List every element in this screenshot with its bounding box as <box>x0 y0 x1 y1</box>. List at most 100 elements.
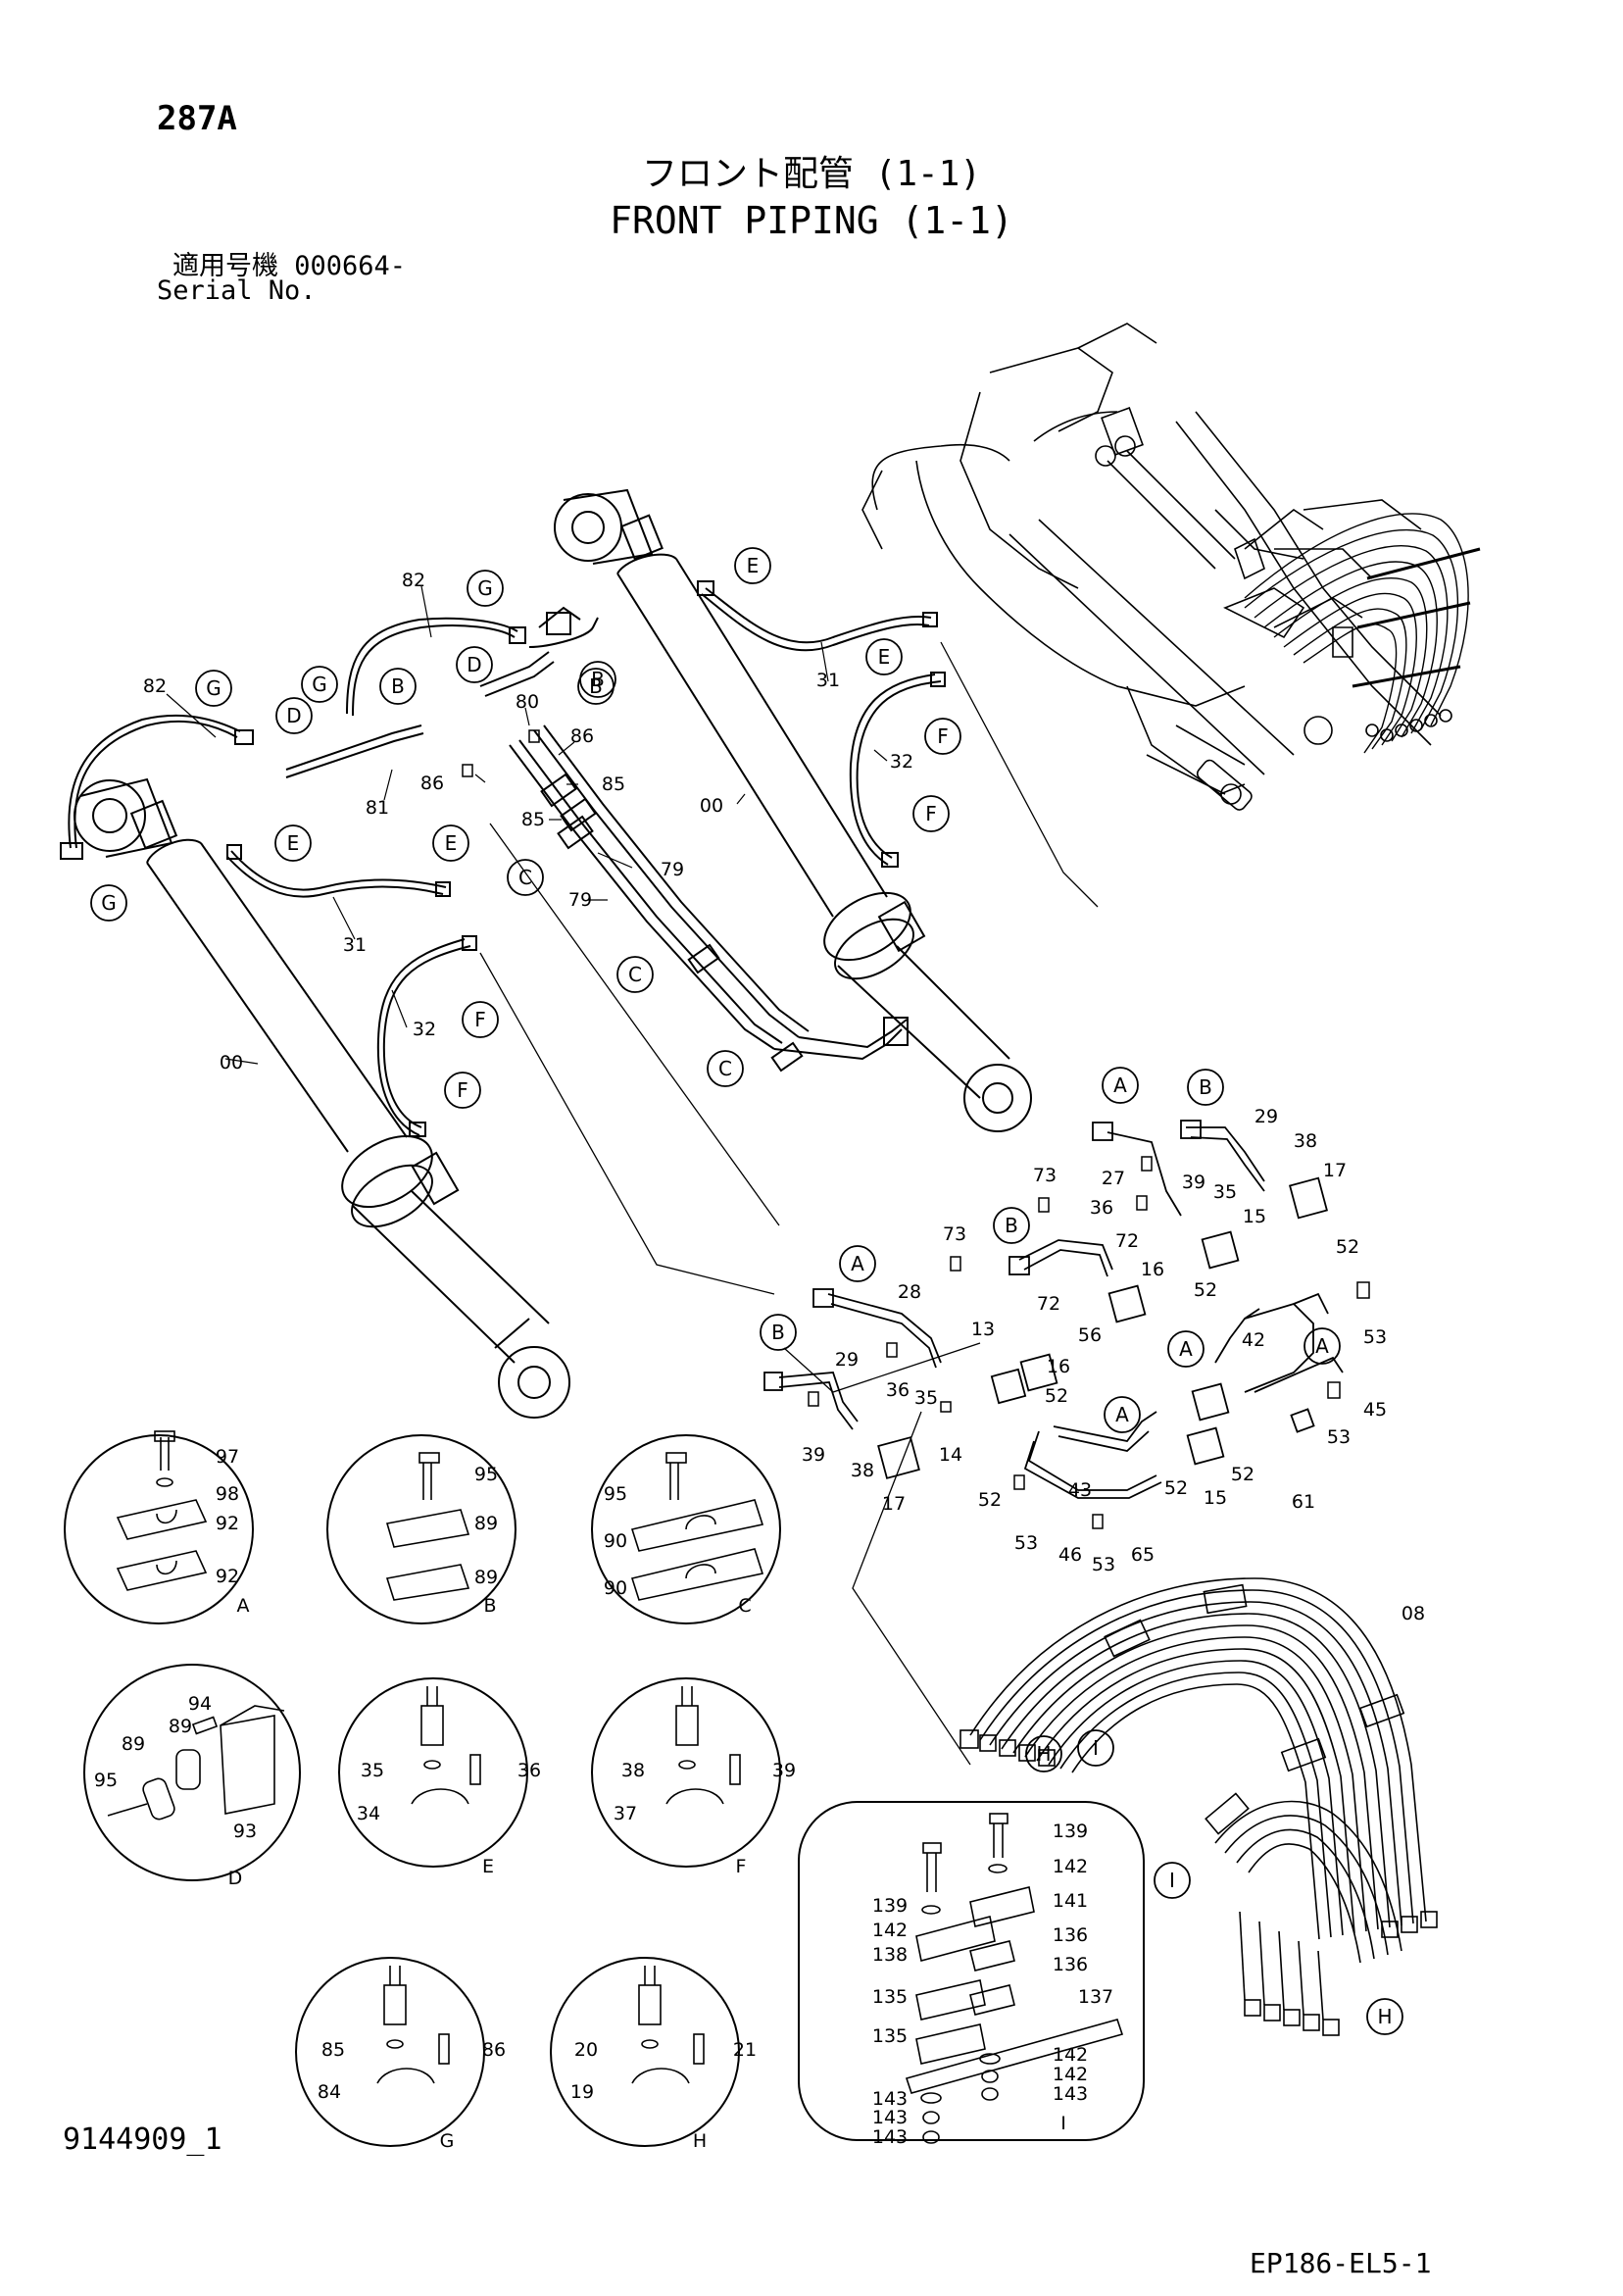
figure-id: EP186-EL5-1 <box>1250 2247 1432 2279</box>
detail-a-part-label: 98 <box>216 1483 239 1505</box>
callout-72: 72 <box>1037 1293 1060 1315</box>
callout-17: 17 <box>882 1493 906 1515</box>
detail-caption-c: C <box>738 1595 751 1617</box>
callout-53: 53 <box>1327 1426 1351 1448</box>
callout-leaders <box>166 585 888 1065</box>
callout-81: 81 <box>366 797 389 819</box>
detail-i-part-label: 137 <box>1078 1986 1113 2008</box>
reference-letter-a: A <box>1115 1403 1129 1426</box>
callout-39: 39 <box>802 1444 825 1466</box>
reference-letter-e: E <box>747 554 760 577</box>
detail-d-part-label: 95 <box>94 1770 118 1791</box>
valve-manifold <box>462 729 1370 1529</box>
detail-h-part-label: 21 <box>733 2039 757 2061</box>
detail-h-part-label: 19 <box>570 2081 594 2103</box>
detail-i-part-label: 139 <box>1053 1821 1088 1842</box>
detail-caption-b: B <box>483 1595 496 1617</box>
document-id: 9144909_1 <box>63 2122 222 2157</box>
reference-letter-h: H <box>1036 1742 1051 1766</box>
detail-g-part-label: 86 <box>482 2039 506 2061</box>
title-english: FRONT PIPING (1-1) <box>610 199 1013 242</box>
left-cylinder <box>74 777 570 1419</box>
detail-circle-e <box>338 1677 528 1868</box>
serial-label-japanese: 適用号機 000664- <box>172 251 407 281</box>
callout-35: 35 <box>914 1387 938 1409</box>
callout-45: 45 <box>1363 1399 1387 1421</box>
callout-15: 15 <box>1204 1487 1227 1509</box>
detail-e-part-label: 34 <box>357 1803 380 1824</box>
callout-16: 16 <box>1047 1356 1070 1377</box>
callout-56: 56 <box>1078 1324 1102 1346</box>
reference-letter-b: B <box>1005 1214 1018 1237</box>
callout-52: 52 <box>1231 1464 1254 1485</box>
reference-letter-h: H <box>1377 2005 1392 2028</box>
detail-circle-f <box>591 1677 781 1868</box>
callout-52: 52 <box>978 1489 1002 1511</box>
pipes-center <box>479 606 909 1073</box>
callout-28: 28 <box>898 1281 921 1303</box>
detail-circle-h <box>550 1957 740 2147</box>
detail-circle-c <box>591 1434 781 1624</box>
detail-c-part-label: 90 <box>604 1577 627 1599</box>
detail-caption-e: E <box>482 1856 494 1877</box>
callout-36: 36 <box>1090 1197 1113 1219</box>
callout-79: 79 <box>568 889 592 911</box>
reference-letter-a: A <box>1113 1073 1127 1097</box>
reference-letter-b: B <box>771 1321 785 1344</box>
detail-i-part-label: 141 <box>1053 1890 1088 1912</box>
detail-f-part-label: 38 <box>621 1760 645 1781</box>
detail-i-part-label: 143 <box>872 2088 908 2110</box>
reference-letter-g: G <box>477 576 493 600</box>
callout-52: 52 <box>1045 1385 1068 1407</box>
detail-f-part-label: 39 <box>772 1760 796 1781</box>
detail-i-part-label: 138 <box>872 1944 908 1966</box>
detail-i-part-label: 135 <box>872 1986 908 2008</box>
reference-letter-e: E <box>287 831 300 855</box>
detail-circle-b <box>326 1434 516 1624</box>
detail-b-part-label: 89 <box>474 1513 498 1534</box>
reference-letter-b: B <box>591 668 605 691</box>
reference-bubbles <box>90 547 1403 2035</box>
callout-65: 65 <box>1131 1544 1155 1566</box>
callout-14: 14 <box>939 1444 962 1466</box>
callout-15: 15 <box>1243 1206 1266 1227</box>
callout-17: 17 <box>1323 1160 1347 1181</box>
detail-g-part-label: 84 <box>318 2081 341 2103</box>
detail-circles <box>64 1434 1145 2147</box>
callout-00: 00 <box>220 1052 243 1073</box>
callout-36: 36 <box>886 1379 910 1401</box>
reference-letter-c: C <box>628 963 642 986</box>
page-number: 287A <box>157 99 237 138</box>
detail-d-part-label: 89 <box>169 1716 192 1737</box>
callout-43: 43 <box>1068 1479 1092 1501</box>
reference-letter-c: C <box>718 1057 732 1080</box>
detail-e-part-label: 36 <box>517 1760 541 1781</box>
callout-32: 32 <box>890 751 913 773</box>
hoses-main <box>60 580 946 1137</box>
detail-i-part-label: 142 <box>1053 2044 1088 2066</box>
detail-a-part-label: 92 <box>216 1513 239 1534</box>
detail-i-part-label: 143 <box>872 2107 908 2128</box>
callout-13: 13 <box>971 1319 995 1340</box>
reference-letter-b: B <box>1199 1075 1212 1099</box>
reference-letter-g: G <box>312 673 327 696</box>
reference-letter-g: G <box>101 891 117 915</box>
detail-caption-h: H <box>693 2130 707 2152</box>
callout-53: 53 <box>1014 1532 1038 1554</box>
callout-73: 73 <box>943 1223 966 1245</box>
callout-80: 80 <box>516 691 539 713</box>
detail-d-part-label: 93 <box>233 1821 257 1842</box>
detail-i-part-label: 143 <box>1053 2083 1088 2105</box>
detail-i-part-label: 136 <box>1053 1924 1088 1946</box>
detail-a-part-label: 97 <box>216 1446 239 1468</box>
detail-f-part-label: 37 <box>614 1803 637 1824</box>
reference-letter-d: D <box>467 653 481 676</box>
callout-29: 29 <box>1254 1106 1278 1127</box>
detail-c-part-label: 95 <box>604 1483 627 1505</box>
callout-53: 53 <box>1092 1554 1115 1575</box>
callout-73: 73 <box>1033 1165 1057 1186</box>
detail-i-part-label: 142 <box>1053 2064 1088 2085</box>
callout-86: 86 <box>570 725 594 747</box>
detail-circle-g <box>295 1957 485 2147</box>
